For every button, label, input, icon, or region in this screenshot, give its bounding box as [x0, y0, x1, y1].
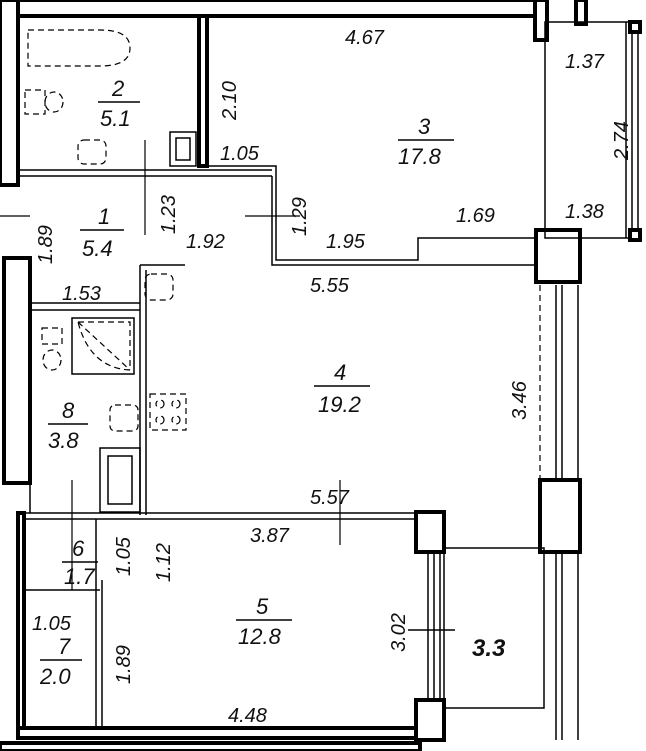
- room-number: 5: [256, 594, 269, 619]
- dim-3-87: 3.87: [250, 525, 290, 547]
- kitchen-sink-icon: [109, 404, 139, 432]
- dim-1-89-hall: 1.89: [35, 225, 57, 264]
- room-3-label: 3 17.8: [398, 114, 454, 169]
- bathtub-icon: [27, 29, 131, 67]
- sink-icon: [77, 139, 107, 165]
- room-number: 4: [334, 360, 346, 385]
- column-balcony-left: [414, 510, 446, 554]
- dim-5-55: 5.55: [310, 275, 350, 297]
- dim-2-74: 2.74: [611, 121, 633, 161]
- partition-bath-right: [197, 14, 209, 168]
- hall-sink-icon: [144, 273, 174, 301]
- dim-4-48: 4.48: [228, 705, 267, 727]
- dim-1-95: 1.95: [326, 231, 366, 253]
- wall-top: [0, 0, 547, 18]
- column-balcony-bottom: [414, 698, 446, 742]
- dim-1-92: 1.92: [186, 231, 225, 253]
- dim-2-10: 2.10: [219, 81, 241, 121]
- wall-top-right-stub: [574, 0, 588, 26]
- wall-bottom-outer: [0, 741, 422, 751]
- dim-1-89-bottom: 1.89: [113, 645, 135, 684]
- dimension-lines: [0, 140, 341, 590]
- room-area: 19.2: [318, 392, 361, 417]
- room-number: 2: [111, 76, 124, 101]
- column-right-lower: [538, 478, 582, 554]
- room-number: 7: [58, 634, 71, 659]
- room-8-label: 8 3.8: [48, 398, 88, 453]
- dim-5-57: 5.57: [310, 487, 350, 509]
- room-1-label: 1 5.4: [80, 204, 124, 261]
- dim-1-23: 1.23: [158, 195, 180, 234]
- room-labels: 2 5.1 3 17.8 1 5.4 4 19.2 8 3.8 6 1.7: [39, 76, 506, 689]
- dim-1-69: 1.69: [456, 205, 495, 227]
- outer-walls: [0, 0, 588, 751]
- room-area: 12.8: [238, 624, 282, 649]
- wall-top-right-notch: [533, 0, 549, 42]
- shower-icon: [71, 317, 135, 375]
- dim-1-05-top: 1.05: [220, 143, 260, 165]
- stove-icon: [149, 393, 187, 431]
- room-2-label: 2 5.1: [98, 76, 140, 131]
- dim-4-67: 4.67: [345, 27, 385, 49]
- toilet-icon-2: [41, 327, 63, 371]
- fixtures: [24, 29, 197, 513]
- room-area: 1.7: [64, 564, 95, 589]
- balcony-frame: [443, 547, 545, 709]
- washing-machine-icon: [169, 131, 197, 167]
- wall-left-lower: [16, 511, 26, 740]
- room-number: 6: [72, 536, 85, 561]
- room-number: 8: [62, 398, 75, 423]
- window-right: [539, 285, 579, 480]
- loggia-upper: [544, 20, 642, 242]
- dim-1-29: 1.29: [289, 197, 311, 236]
- dimension-labels: 4.67 1.37 2.74 1.38 1.69 1.95 1.29 1.92 …: [32, 27, 633, 727]
- loggia-upper-frame: [544, 21, 639, 239]
- dim-1-38: 1.38: [565, 201, 604, 223]
- room-6-label: 6 1.7: [62, 536, 98, 589]
- partitions: [18, 14, 536, 728]
- wall-left-middle: [2, 256, 32, 485]
- room-area: 5.4: [82, 236, 113, 261]
- dim-3-46: 3.46: [509, 380, 531, 420]
- room-area: 3.8: [48, 428, 79, 453]
- toilet-icon: [24, 89, 64, 115]
- wall-left-upper: [0, 0, 20, 187]
- balcony: [408, 547, 579, 740]
- dim-1-37: 1.37: [565, 51, 605, 73]
- dim-1-05-mid: 1.05: [113, 536, 135, 576]
- room-5-label: 5 12.8: [236, 594, 292, 649]
- wall-bottom: [16, 726, 420, 740]
- balcony-area: 3.3: [472, 635, 506, 662]
- room-area: 2.0: [39, 664, 71, 689]
- dim-3-02: 3.02: [388, 613, 410, 652]
- dim-1-53: 1.53: [62, 283, 101, 305]
- room-area: 17.8: [398, 144, 442, 169]
- appliance-icon: [99, 447, 141, 513]
- dim-1-05-bottom: 1.05: [32, 613, 72, 635]
- room-number: 1: [98, 204, 110, 229]
- dim-1-12: 1.12: [153, 543, 175, 582]
- room-4-label: 4 19.2: [314, 360, 370, 417]
- room-7-label: 7 2.0: [39, 634, 82, 689]
- room-area: 5.1: [100, 106, 131, 131]
- room-number: 3: [418, 114, 431, 139]
